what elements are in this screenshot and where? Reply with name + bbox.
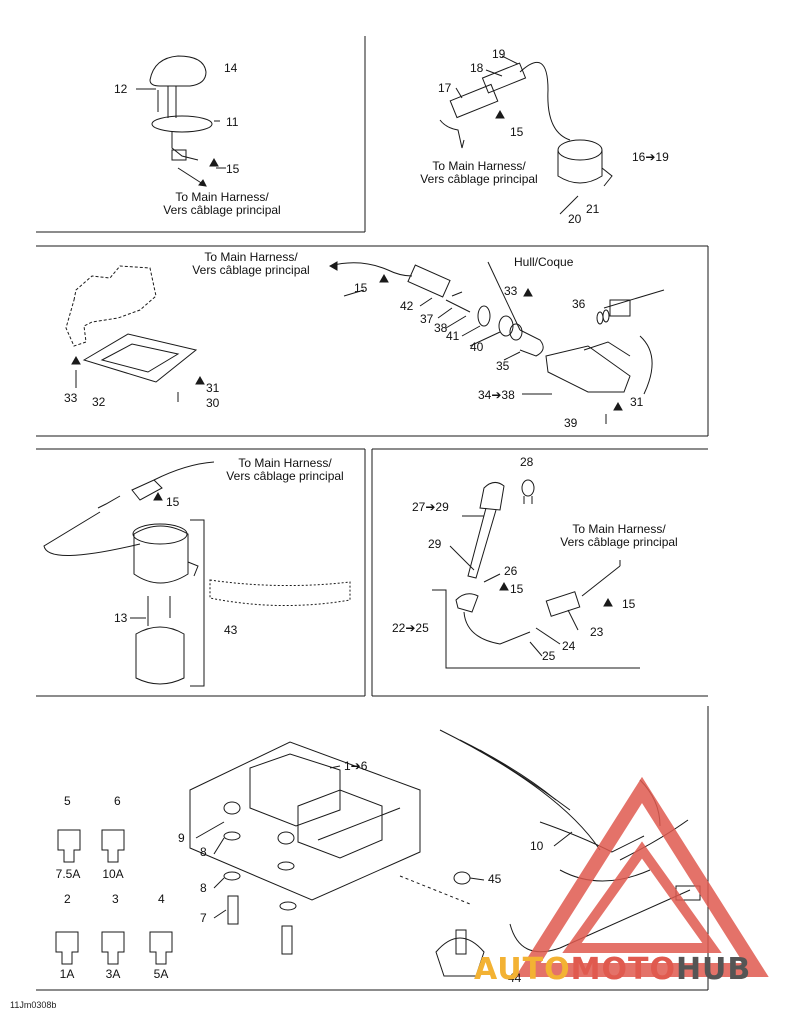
callout-30: 30 — [206, 396, 220, 410]
callout-26: 26 — [504, 564, 518, 578]
fuse-3-number: 3 — [112, 892, 119, 906]
harness-label-en: To Main Harness/ — [432, 159, 526, 173]
drawing-code: 11Jm0308b — [10, 1000, 57, 1010]
callout-18: 18 — [470, 61, 484, 75]
callout-37: 37 — [420, 312, 434, 326]
callout-23: 23 — [590, 625, 604, 639]
fuse-5-rating: 7.5A — [55, 867, 81, 881]
fuse-6-rating: 10A — [102, 867, 124, 881]
callout-21: 21 — [586, 202, 600, 216]
switch-assembly — [432, 479, 640, 669]
harness-label-fr: Vers câblage principal — [560, 535, 678, 549]
callout-33: 33 — [504, 284, 518, 298]
callout-38: 38 — [434, 321, 448, 335]
beacon-assembly — [136, 55, 226, 187]
callout-35: 35 — [496, 359, 510, 373]
callout-19: 19 — [492, 47, 506, 61]
callout-41: 41 — [446, 329, 460, 343]
callout-9: 9 — [178, 831, 185, 845]
callout-10: 10 — [530, 839, 544, 853]
callout-7: 7 — [200, 911, 207, 925]
hull-label: Hull/Coque — [514, 255, 574, 269]
fuse-4-rating: 5A — [153, 967, 169, 981]
callout-42: 42 — [400, 299, 414, 313]
watermark-text: AUTOMOTOHUB — [474, 952, 751, 987]
watermark-logo — [515, 776, 769, 977]
callout-16-19: 16➔19 — [632, 150, 669, 164]
harness-label-fr: Vers câblage principal — [420, 172, 538, 186]
watermark-part-auto: AUTO — [474, 952, 571, 987]
fuse-3-rating: 3A — [105, 967, 121, 981]
callout-15: 15 — [354, 281, 368, 295]
callout-31: 31 — [630, 395, 644, 409]
fuse-4-number: 4 — [158, 892, 165, 906]
callout-25: 25 — [542, 649, 556, 663]
harness-label-en: To Main Harness/ — [175, 190, 269, 204]
callout-27-29: 27➔29 — [412, 500, 449, 514]
harness-label-fr: Vers câblage principal — [192, 263, 310, 277]
callout-29: 29 — [428, 537, 442, 551]
fuse-5-number: 5 — [64, 794, 71, 808]
harness-label-en: To Main Harness/ — [204, 250, 298, 264]
harness-label-fr: Vers câblage principal — [163, 203, 281, 217]
callout-40: 40 — [470, 340, 484, 354]
callout-15: 15 — [166, 495, 180, 509]
callout-22-25: 22➔25 — [392, 621, 429, 635]
fuse-2-number: 2 — [64, 892, 71, 906]
callout-20: 20 — [568, 212, 582, 226]
callout-24: 24 — [562, 639, 576, 653]
callout-11: 11 — [226, 115, 239, 129]
callout-36: 36 — [572, 297, 586, 311]
bilge-pump-assembly — [43, 461, 351, 687]
callout-12: 12 — [114, 82, 128, 96]
callout-28: 28 — [520, 455, 534, 469]
callout-13: 13 — [114, 611, 128, 625]
callout-31: 31 — [206, 381, 220, 395]
fuse-6-number: 6 — [114, 794, 121, 808]
callout-32: 32 — [92, 395, 106, 409]
callout-44: 44 — [508, 971, 522, 985]
watermark-part-moto: MOTO — [570, 952, 676, 987]
hull-connector-assembly — [65, 261, 665, 424]
callout-8: 8 — [200, 881, 207, 895]
horn-assembly — [439, 55, 613, 215]
callout-15: 15 — [510, 125, 524, 139]
harness-label-en: To Main Harness/ — [572, 522, 666, 536]
callout-1-6: 1➔6 — [344, 759, 368, 773]
fuse-box-assembly — [189, 729, 701, 977]
callout-14: 14 — [224, 61, 238, 75]
harness-label-en: To Main Harness/ — [238, 456, 332, 470]
callout-43: 43 — [224, 623, 238, 637]
callout-39: 39 — [564, 416, 578, 430]
callout-15: 15 — [510, 582, 524, 596]
callout-34-38: 34➔38 — [478, 388, 515, 402]
callout-15: 15 — [622, 597, 636, 611]
fuse-icons — [55, 829, 173, 965]
callout-33: 33 — [64, 391, 78, 405]
leader-lines — [130, 289, 579, 919]
callout-15: 15 — [226, 162, 240, 176]
watermark-part-hub: HUB — [675, 952, 752, 987]
fuse-2-rating: 1A — [59, 967, 75, 981]
harness-label-fr: Vers câblage principal — [226, 469, 344, 483]
panel-borders — [36, 36, 709, 991]
callout-45: 45 — [488, 872, 502, 886]
callout-17: 17 — [438, 81, 452, 95]
callout-8: 8 — [200, 845, 207, 859]
